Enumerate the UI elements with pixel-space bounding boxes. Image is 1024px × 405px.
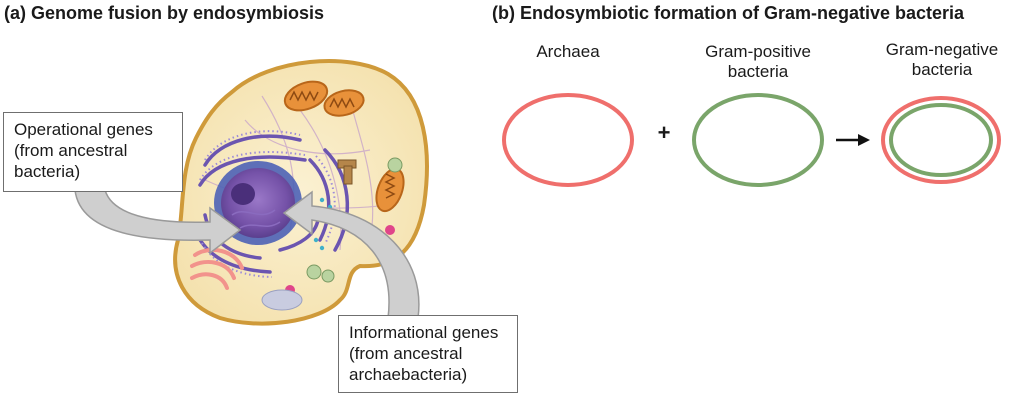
callout-line: (from ancestral (349, 344, 463, 363)
cell-membrane (173, 59, 429, 326)
vacuole (261, 289, 303, 311)
mitochondrion-1 (283, 80, 329, 112)
callout-line: archaebacteria) (349, 365, 468, 384)
gram-positive-membrane (692, 93, 824, 187)
operational-genes-callout: Operational genes (from ancestral bacter… (3, 112, 183, 192)
archaea-label: Archaea (536, 42, 600, 61)
plus-symbol: + (657, 120, 671, 145)
gram-positive-label-line: Gram-positive (705, 42, 811, 61)
gram-negative-label-line: Gram-negative (885, 40, 999, 59)
centriole (337, 159, 357, 185)
informational-genes-callout: Informational genes (from ancestral arch… (338, 315, 518, 393)
panel-b-title: (b) Endosymbiotic formation of Gram-nega… (492, 3, 965, 23)
lysosome (385, 225, 395, 235)
nucleus (214, 161, 302, 245)
gram-negative-outer-membrane (881, 96, 1001, 184)
archaea-membrane (502, 93, 634, 187)
callout-line: Operational genes (14, 120, 153, 139)
ribosomes (197, 130, 336, 278)
right-arrow-head (858, 134, 870, 146)
eukaryotic-cell (173, 59, 429, 326)
gram-positive-label: Gram-positive bacteria (690, 42, 826, 82)
operational-genes-arrow (74, 189, 242, 255)
gram-negative-label-line: bacteria (911, 60, 973, 79)
informational-genes-arrow (282, 190, 420, 319)
gram-negative-inner-membrane (889, 103, 993, 177)
vesicle (306, 264, 322, 280)
gram-positive-label-line: bacteria (727, 62, 789, 81)
panel-a-title: (a) Genome fusion by endosymbiosis (4, 3, 325, 23)
callout-line: Informational genes (349, 323, 499, 342)
mitochondrion-2 (323, 89, 365, 117)
golgi-apparatus (190, 247, 244, 290)
cytoskeleton (204, 95, 391, 251)
callout-line: (from ancestral (14, 141, 128, 160)
gram-negative-label: Gram-negative bacteria (872, 40, 1012, 80)
nucleolus (231, 183, 255, 205)
vesicle (387, 157, 403, 173)
vesicle (321, 269, 335, 283)
callout-line: bacteria) (14, 162, 81, 181)
